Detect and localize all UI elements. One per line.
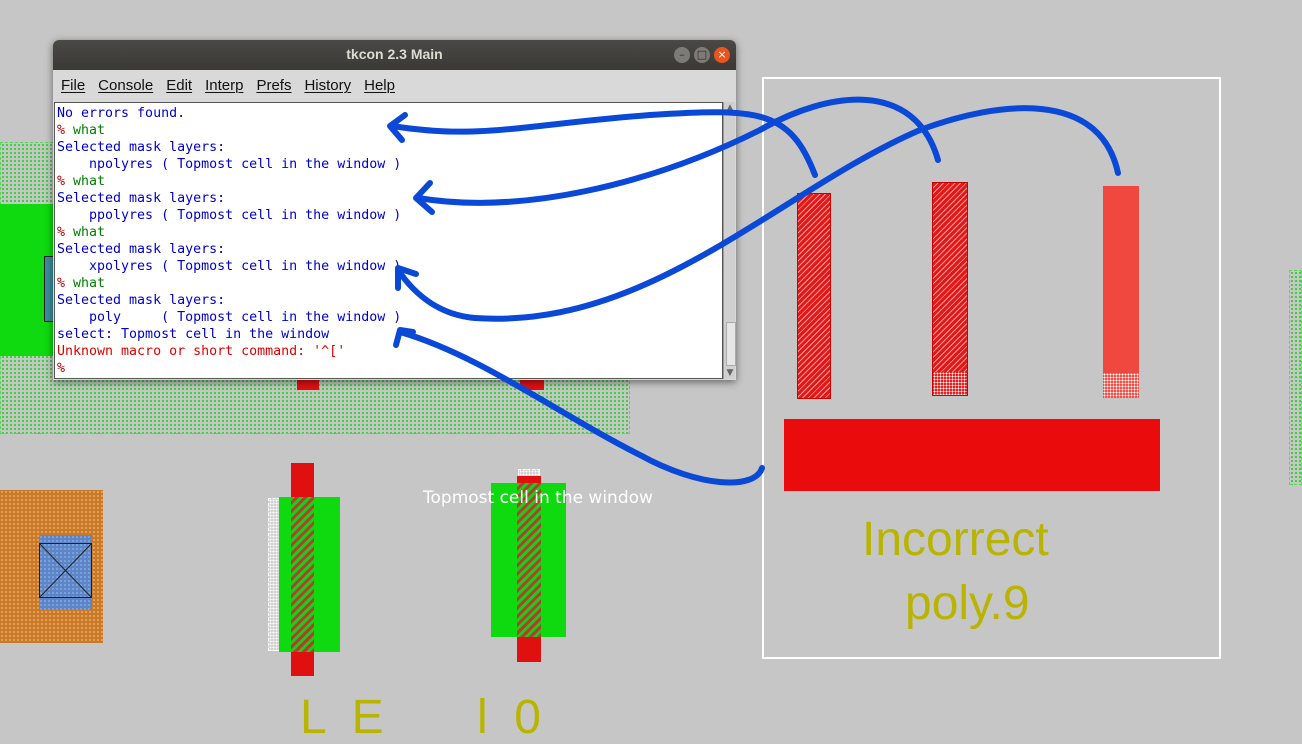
ppolyres-bar [932,182,968,396]
poly9-label: poly.9 [905,577,1030,630]
arrow-poly-head [393,327,416,348]
menu-file[interactable]: File [61,77,86,94]
menu-console[interactable]: Console [98,77,154,94]
xpolyres-bar [1103,186,1139,398]
command-text: what [65,123,106,138]
annotation-arrows [387,96,1121,486]
menu-bar: File Console Edit Interp Prefs History H… [53,70,736,101]
arrow-xpolyres-head [395,265,419,291]
window-title: tkcon 2.3 Main [346,46,443,62]
scroll-up-icon[interactable]: ▲ [726,103,734,113]
xpolyres-contact [1103,373,1139,398]
menu-history[interactable]: History [304,77,352,94]
command-text: what [65,225,106,240]
arrow-npolyres [389,109,818,178]
console-line: Selected mask layers: [57,242,226,257]
console-line: Selected mask layers: [57,293,226,308]
console-line: Selected mask layers: [57,191,226,206]
console-line: npolyres ( Topmost cell in the window ) [57,157,402,172]
console-line: ppolyres ( Topmost cell in the window ) [57,208,402,223]
menu-interp[interactable]: Interp [205,77,244,94]
arrow-npolyres-head [387,112,408,143]
contact-cross-icon [39,543,92,598]
incorrect-cell-box [762,77,1221,659]
command-text: what [65,174,106,189]
menu-prefs[interactable]: Prefs [256,77,292,94]
poly-bar [784,419,1160,491]
title-bar[interactable]: tkcon 2.3 Main – □ × [53,40,736,70]
topmost-cell-label: Topmost cell in the window [423,488,653,508]
console-line: % [57,361,66,376]
menu-help[interactable]: Help [364,77,395,94]
prompt-symbol: % [57,123,66,138]
console-line: No errors found. [57,106,186,121]
console-line: % what [55,224,722,241]
prompt-symbol: % [57,225,66,240]
console-line: % what [55,275,722,292]
scroll-down-icon[interactable]: ▼ [726,368,734,378]
console-line: poly ( Topmost cell in the window ) [57,310,402,325]
console-line: select: Topmost cell in the window [57,327,330,342]
arrow-xpolyres [395,105,1121,322]
minimize-button[interactable]: – [674,47,690,63]
prompt-symbol: % [57,276,66,291]
maximize-button[interactable]: □ [694,47,710,63]
arrow-ppolyres-head [413,180,435,215]
command-text: what [65,276,106,291]
close-button[interactable]: × [714,47,730,63]
prompt-symbol: % [57,174,66,189]
tkcon-window: tkcon 2.3 Main – □ × File Console Edit I… [53,40,736,380]
console-line: % what [55,173,722,190]
console-line: % what [55,122,722,139]
incorrect-label: Incorrect [862,513,1049,566]
console-line: Unknown macro or short command: '^[' [57,344,346,359]
channel-1 [291,497,314,652]
npolyres-bar [797,193,831,399]
arrow-ppolyres [415,96,941,206]
orange-diffusion-region [0,490,103,643]
scroll-thumb[interactable] [726,322,736,366]
channel-2 [517,483,541,637]
ppolyres-contact [933,372,967,395]
arrow-poly [397,329,765,486]
console-line: Selected mask layers: [57,140,226,155]
menu-edit[interactable]: Edit [166,77,193,94]
